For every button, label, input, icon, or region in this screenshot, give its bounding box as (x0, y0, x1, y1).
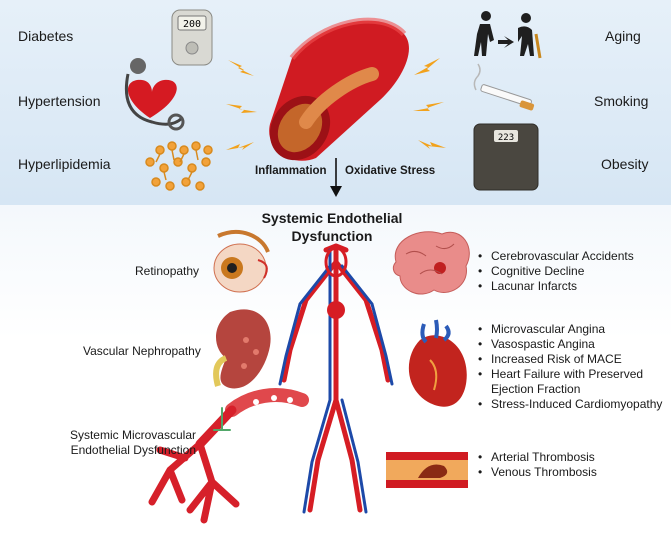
blood-vessel-icon (269, 17, 409, 161)
heart-outcomes-list: Microvascular Angina Vasospastic Angina … (478, 322, 662, 412)
risk-factor-hyperlipidemia: Hyperlipidemia (18, 156, 111, 172)
brain-outcomes-list: Cerebrovascular Accidents Cognitive Decl… (478, 249, 634, 294)
title-line-1: Systemic Endothelial (261, 210, 403, 226)
glucometer-icon: 200 (171, 9, 213, 66)
microvascular-network-icon (148, 388, 309, 524)
microvascular-line-1: Systemic Microvascular (69, 428, 196, 442)
lipid-molecules-icon (145, 141, 213, 191)
title-line-2: Dysfunction (291, 228, 373, 244)
list-item: Increased Risk of MACE (478, 352, 662, 367)
mechanism-inflammation: Inflammation (255, 165, 327, 177)
diagram-title: Systemic Endothelial Dysfunction (232, 209, 432, 245)
glucometer-reading: 200 (183, 19, 201, 30)
mechanism-oxidative-stress: Oxidative Stress (345, 165, 436, 177)
blood-pressure-heart-icon (124, 58, 185, 131)
brain-icon (392, 231, 470, 295)
kidney-icon (213, 309, 271, 389)
eye-icon (213, 230, 270, 293)
list-item: Microvascular Angina (478, 322, 662, 337)
risk-factor-diabetes: Diabetes (18, 28, 74, 44)
list-item: Stress-Induced Cardiomyopathy (478, 397, 662, 412)
thrombosis-vessel-icon (386, 452, 468, 488)
bathroom-scale-icon: 223 (473, 123, 539, 191)
list-item: Heart Failure with Preserved (478, 367, 662, 382)
lightning-bolts-right (413, 58, 446, 149)
risk-factor-hypertension: Hypertension (18, 93, 101, 109)
list-item-continuation: Ejection Fraction (491, 382, 581, 396)
lightning-bolts-left (226, 60, 257, 150)
vascular-body-figure (278, 243, 394, 514)
organ-label-microvascular: Systemic Microvascular Endothelial Dysfu… (46, 428, 196, 458)
heart-organ-icon (408, 319, 467, 407)
list-item: Cerebrovascular Accidents (478, 249, 634, 264)
thrombosis-outcomes-list: Arterial Thrombosis Venous Thrombosis (478, 450, 597, 480)
list-item: Vasospastic Angina (478, 337, 662, 352)
risk-factor-smoking: Smoking (594, 93, 649, 109)
organ-label-retinopathy: Retinopathy (135, 264, 200, 278)
risk-factor-obesity: Obesity (601, 156, 649, 172)
aging-figures-icon (474, 11, 542, 59)
list-item: Lacunar Infarcts (478, 279, 634, 294)
scale-reading: 223 (498, 133, 514, 143)
cigarette-icon (473, 63, 535, 111)
risk-factor-aging: Aging (605, 28, 641, 44)
down-arrow-icon (330, 158, 342, 197)
list-item: Cognitive Decline (478, 264, 634, 279)
list-item: Venous Thrombosis (478, 465, 597, 480)
list-item: Arterial Thrombosis (478, 450, 597, 465)
microvascular-line-2: Endothelial Dysfunction (70, 443, 196, 457)
organ-label-nephropathy: Vascular Nephropathy (83, 344, 201, 358)
